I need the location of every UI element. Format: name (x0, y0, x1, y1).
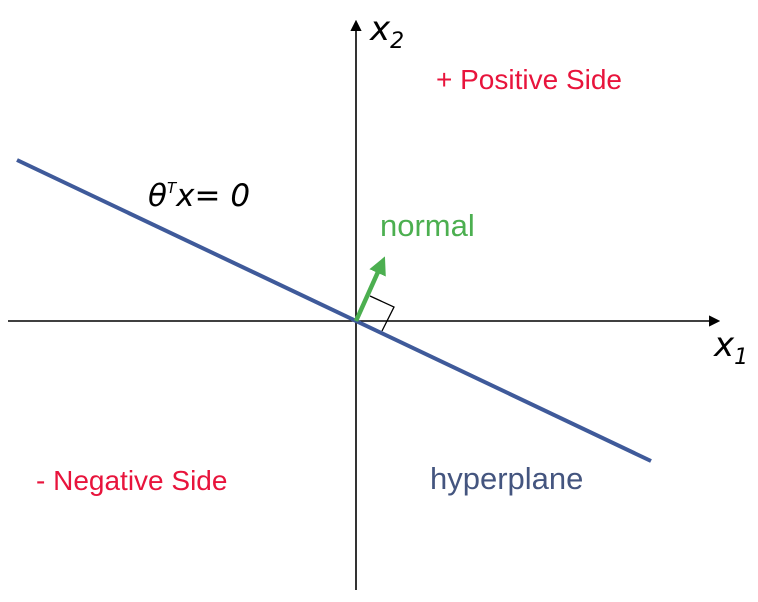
x2-axis-label: x2 (369, 9, 404, 54)
positive-side-label: + Positive Side (436, 64, 622, 95)
hyperplane-line (16, 158, 652, 463)
x1-axis-label: x1 (713, 325, 748, 370)
normal-vector (353, 256, 386, 322)
right-angle-marker (369, 295, 395, 332)
normal-label: normal (380, 208, 475, 243)
hyperplane-label: hyperplane (430, 461, 583, 496)
hyperplane-equation: θTx= 0 (148, 178, 250, 214)
negative-side-label: - Negative Side (36, 465, 227, 496)
